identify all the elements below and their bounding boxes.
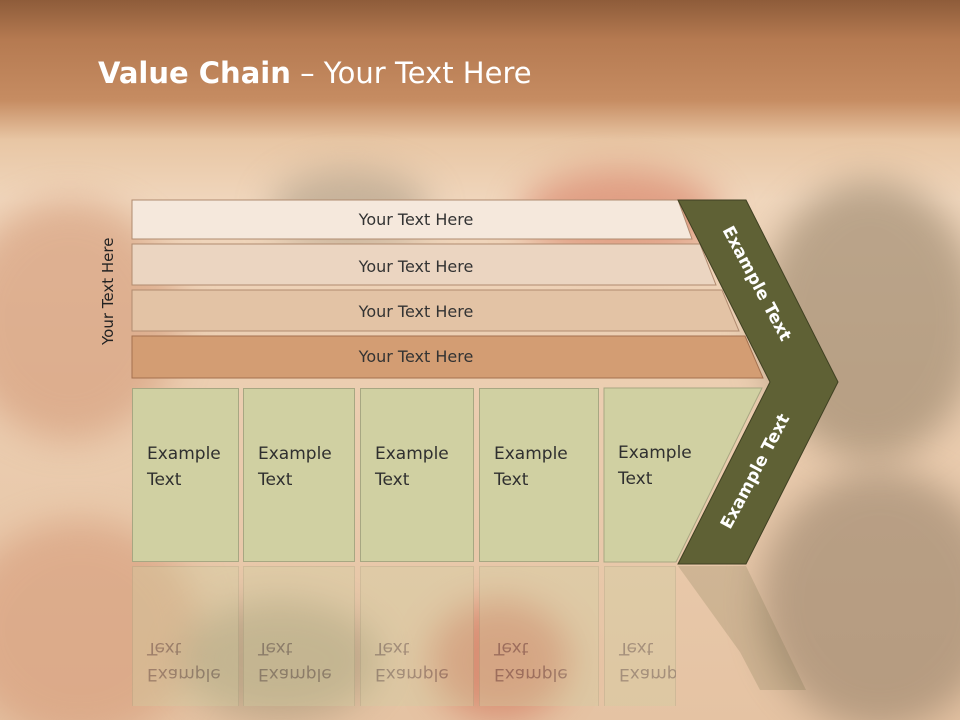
bg-spice-bottom-dark bbox=[180, 600, 380, 720]
bg-spice-bottom-red bbox=[430, 600, 570, 720]
band-2-label: Your Text Here bbox=[358, 257, 474, 276]
band-2 bbox=[131, 243, 717, 286]
chevron-reflection bbox=[678, 566, 806, 690]
band-4 bbox=[131, 335, 764, 379]
band-3 bbox=[131, 289, 740, 332]
slide-title: Value Chain – Your Text Here bbox=[98, 56, 532, 90]
band-4-label: Your Text Here bbox=[358, 347, 474, 366]
title-bold: Value Chain bbox=[98, 56, 291, 90]
band-3-label: Your Text Here bbox=[358, 302, 474, 321]
band-1 bbox=[131, 199, 693, 240]
chevron-arrow bbox=[677, 199, 839, 565]
title-rest: – Your Text Here bbox=[290, 56, 532, 90]
box-5-shape bbox=[603, 387, 763, 563]
bg-spice-right-low bbox=[760, 470, 960, 720]
band-1-label: Your Text Here bbox=[358, 210, 474, 229]
